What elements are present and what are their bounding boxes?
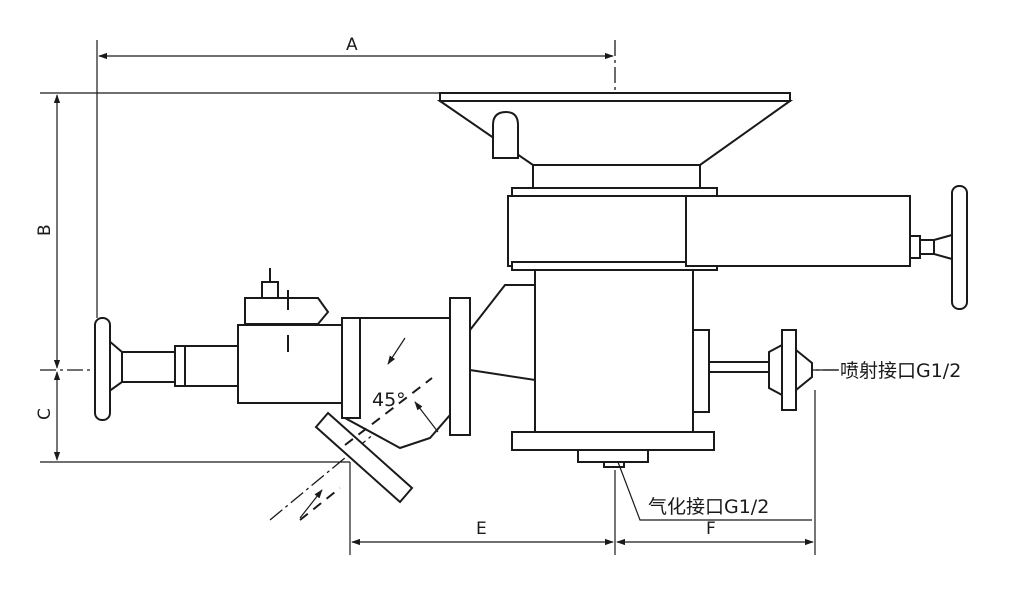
angled-blind-plate bbox=[314, 411, 414, 504]
spray-valve-icon bbox=[768, 343, 783, 397]
dimension-e-label: E bbox=[476, 519, 487, 539]
dimension-c-label: C bbox=[35, 408, 55, 420]
leader-lines bbox=[617, 369, 838, 521]
gas-port-fitting bbox=[577, 449, 649, 463]
dimension-f-label: F bbox=[706, 519, 716, 539]
upper-handwheel-icon bbox=[951, 185, 968, 310]
top-hopper bbox=[436, 92, 794, 197]
branch-pipe bbox=[449, 284, 536, 436]
valve-body bbox=[237, 324, 343, 404]
main-body bbox=[511, 269, 813, 468]
gas-port-label: 气化接口G1/2 bbox=[648, 496, 769, 518]
angle-indicator bbox=[299, 337, 439, 521]
dimension-a-label: A bbox=[346, 35, 358, 55]
dimension-b-label: B bbox=[35, 224, 55, 236]
left-inlet bbox=[94, 268, 451, 450]
actuator-icon bbox=[244, 297, 330, 325]
extension-lines bbox=[40, 40, 816, 555]
hopper-vent-icon bbox=[492, 110, 519, 159]
upper-gate bbox=[507, 185, 968, 310]
angle-label: 45° bbox=[372, 389, 406, 411]
spray-port-label: 喷射接口G1/2 bbox=[840, 360, 961, 382]
dimension-lines bbox=[53, 52, 814, 546]
left-handwheel-icon bbox=[94, 317, 111, 421]
